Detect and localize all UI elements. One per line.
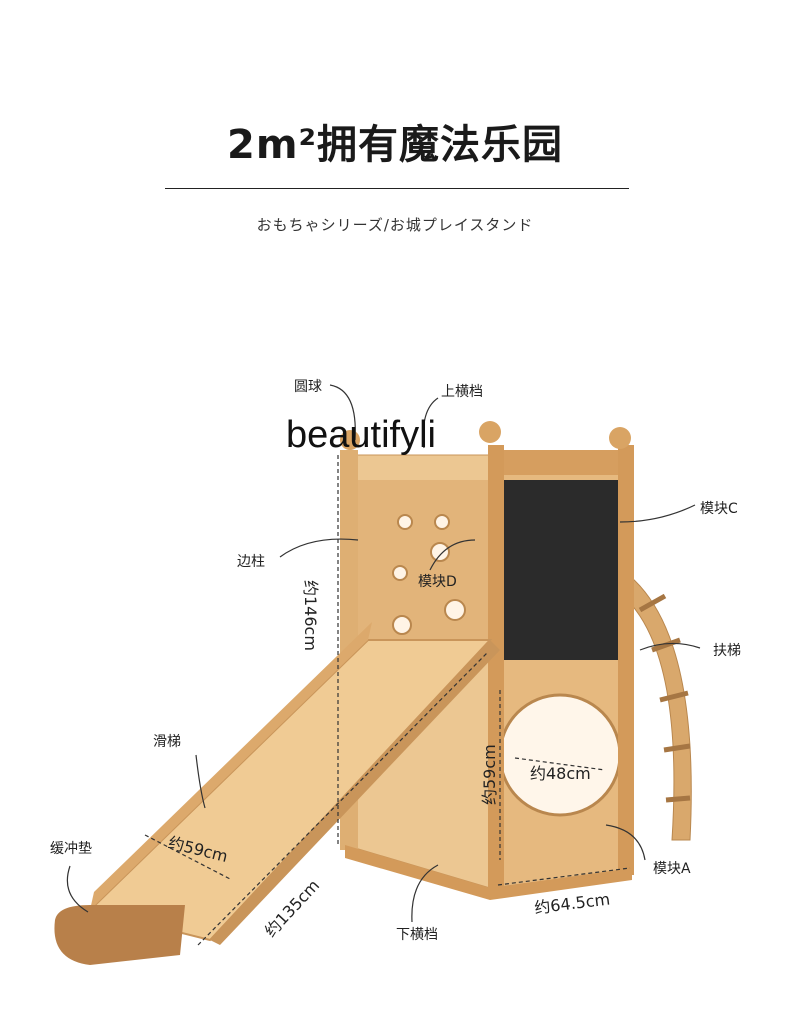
label-upper-rail: 上横档	[441, 384, 483, 400]
label-ladder: 扶梯	[713, 643, 741, 659]
module-a-hole	[498, 693, 622, 817]
lower-rail	[345, 845, 632, 900]
watermark-text: beautifyli	[286, 414, 436, 456]
label-module-c: 模块C	[700, 501, 738, 517]
front-post-left	[488, 445, 504, 890]
front-post-right	[618, 445, 634, 875]
ladder-arc	[621, 577, 692, 841]
page-subtitle: おもちゃシリーズ/お城プレイスタンド	[256, 216, 534, 234]
module-d-panel	[358, 480, 488, 650]
label-slide: 滑梯	[153, 734, 181, 750]
label-module-d: 模块D	[418, 574, 457, 590]
module-d-holes	[392, 514, 466, 635]
title-divider	[165, 188, 629, 189]
label-module-a: 模块A	[653, 861, 691, 877]
page-title: 2m²拥有魔法乐园	[226, 122, 564, 168]
dim-module-height: 约59cm	[480, 744, 499, 805]
ladder-rungs	[638, 593, 691, 803]
module-c-chalkboard	[500, 480, 620, 660]
leader-lines	[66, 384, 701, 923]
ball-mid	[479, 421, 501, 443]
label-ball: 圆球	[294, 379, 322, 395]
slide-side-rail	[210, 640, 500, 945]
ball-right	[609, 427, 631, 449]
label-side-post: 边柱	[237, 554, 265, 570]
label-cushion: 缓冲垫	[50, 841, 92, 857]
dim-height: 约146cm	[301, 580, 320, 651]
buffer-cushion	[54, 905, 185, 965]
dim-hole-diameter: 约48cm	[530, 764, 591, 783]
label-lower-rail: 下横档	[396, 927, 438, 943]
dimension-lines	[144, 455, 631, 946]
slide-back-rail	[90, 622, 372, 910]
upper-rail	[488, 450, 632, 475]
